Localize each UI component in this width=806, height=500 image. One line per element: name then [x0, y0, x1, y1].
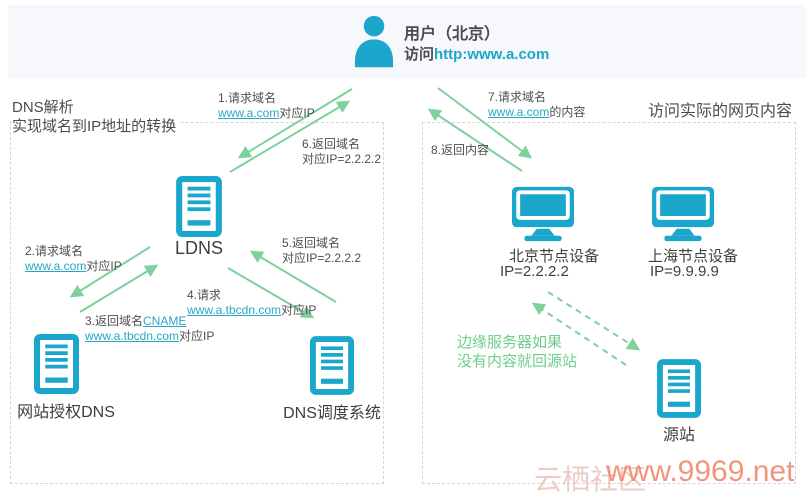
- edge-server-note-line2: 没有内容就回源站: [457, 353, 578, 370]
- step-3-suffix: 对应IP: [179, 329, 215, 343]
- left-panel-subtitle: 实现域名到IP地址的转换: [12, 115, 181, 136]
- auth-dns-label: 网站授权DNS: [17, 404, 115, 421]
- content-access-panel: [422, 122, 796, 484]
- step-4-label: 4.请求 www.a.tbcdn.com对应IP: [187, 288, 316, 318]
- step-2-link[interactable]: www.a.com: [25, 259, 87, 273]
- step-7-suffix: 的内容: [549, 105, 586, 119]
- step-6-label: 6.返回域名 对应IP=2.2.2.2: [302, 137, 381, 167]
- step-8-line1: 8.返回内容: [431, 143, 490, 157]
- user-icon: [352, 14, 396, 72]
- step-7-line1: 7.请求域名: [488, 90, 547, 104]
- origin-server-icon: [657, 358, 701, 419]
- step-5-line1: 5.返回域名: [282, 236, 341, 250]
- shanghai-node-monitor-icon: [652, 186, 714, 242]
- step-4-link[interactable]: www.a.tbcdn.com: [187, 303, 282, 317]
- watermark-url: www.9969.net: [606, 455, 795, 488]
- step-2-suffix: 对应IP: [86, 259, 122, 273]
- edge-server-note: 边缘服务器如果 没有内容就回源站: [457, 333, 577, 371]
- origin-label: 源站: [662, 427, 695, 444]
- user-title: 用户（北京）: [404, 26, 501, 43]
- beijing-node-monitor-icon: [512, 186, 574, 242]
- step-8-label: 8.返回内容: [431, 143, 489, 158]
- visit-prefix: 访问: [404, 46, 435, 63]
- step-2-label: 2.请求域名 www.a.com对应IP: [25, 244, 122, 274]
- watermark-community: 云栖社区: [534, 464, 647, 495]
- beijing-node-name: 北京节点设备: [509, 248, 600, 265]
- step-6-line1: 6.返回域名: [302, 137, 361, 151]
- step-5-line2: 对应IP=2.2.2.2: [282, 251, 362, 265]
- step-1-label: 1.请求域名 www.a.com对应IP: [218, 91, 315, 121]
- step-6-line2: 对应IP=2.2.2.2: [302, 152, 382, 166]
- auth-dns-server-icon: [34, 334, 79, 394]
- step-2-line1: 2.请求域名: [25, 244, 84, 258]
- edge-server-note-line1: 边缘服务器如果: [457, 334, 563, 351]
- step-7-label: 7.请求域名 www.a.com的内容: [488, 90, 585, 120]
- dns-scheduler-label: DNS调度系统: [283, 405, 381, 422]
- left-panel-title: DNS解析: [12, 99, 74, 116]
- step-3-domain-link[interactable]: www.a.tbcdn.com: [85, 329, 180, 343]
- step-4-suffix: 对应IP: [281, 303, 317, 317]
- step-3-cname-link[interactable]: CNAME: [143, 314, 187, 328]
- step-1-line1: 1.请求域名: [218, 91, 277, 105]
- dns-scheduler-server-icon: [310, 336, 354, 395]
- ldns-server-icon: [176, 176, 222, 237]
- step-3-prefix: 3.返回域名: [85, 314, 144, 328]
- step-5-label: 5.返回域名 对应IP=2.2.2.2: [282, 236, 361, 266]
- step-7-link[interactable]: www.a.com: [488, 105, 550, 119]
- visit-url[interactable]: http:www.a.com: [434, 46, 550, 63]
- step-1-link[interactable]: www.a.com: [218, 106, 280, 120]
- step-1-suffix: 对应IP: [279, 106, 315, 120]
- header-band: [8, 5, 806, 78]
- step-4-line1: 4.请求: [187, 288, 222, 302]
- beijing-node-ip: IP=2.2.2.2: [500, 263, 569, 280]
- step-3-label: 3.返回域名CNAME www.a.tbcdn.com对应IP: [85, 314, 214, 344]
- dns-resolution-panel: [10, 122, 384, 484]
- ldns-label: LDNS: [174, 238, 223, 258]
- right-panel-title: 访问实际的网页内容: [647, 103, 792, 120]
- shanghai-node-ip: IP=9.9.9.9: [650, 263, 719, 280]
- shanghai-node-name: 上海节点设备: [648, 248, 739, 265]
- user-visit-line: 访问http:www.a.com: [404, 43, 549, 64]
